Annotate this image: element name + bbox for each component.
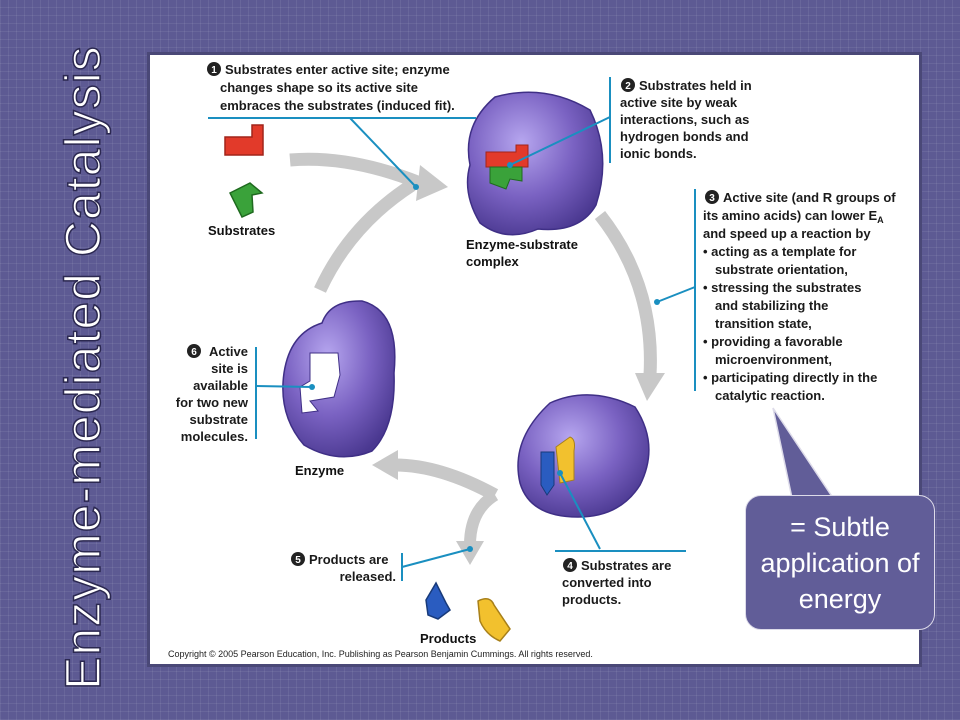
enzyme-with-products bbox=[517, 394, 650, 518]
svg-text:changes shape so its active si: changes shape so its active site bbox=[220, 80, 418, 95]
cycle-arrow-bottom bbox=[394, 458, 499, 501]
svg-text:• providing a favorable: • providing a favorable bbox=[703, 334, 843, 349]
svg-text:microenvironment,: microenvironment, bbox=[715, 352, 832, 367]
products-release-arrow bbox=[464, 489, 499, 546]
svg-text:products.: products. bbox=[562, 592, 621, 607]
svg-text:substrate: substrate bbox=[189, 412, 248, 427]
svg-text:transition state,: transition state, bbox=[715, 316, 812, 331]
svg-text:available: available bbox=[193, 378, 248, 393]
svg-text:3: 3 bbox=[709, 193, 715, 204]
callout-text: = Subtle application of energy bbox=[760, 511, 920, 614]
svg-text:• stressing the substrates: • stressing the substrates bbox=[703, 280, 861, 295]
step-5-number-badge: 5 bbox=[291, 552, 305, 566]
svg-text:hydrogen bonds and: hydrogen bonds and bbox=[620, 129, 749, 144]
step-4-annotation: 4 Substrates are converted into products… bbox=[555, 470, 686, 607]
cycle-arrow-left bbox=[314, 179, 416, 293]
callout-bubble: = Subtle application of energy bbox=[745, 495, 935, 630]
svg-text:molecules.: molecules. bbox=[181, 429, 248, 444]
enzyme-label: Enzyme bbox=[295, 463, 344, 478]
step-6-number-badge: 6 bbox=[187, 344, 201, 358]
enzyme-cycle-diagram: Substrates Enzyme-substrate complex Enzy… bbox=[168, 62, 896, 659]
step-3-annotation: 3 Active site (and R groups of its amino… bbox=[654, 189, 896, 403]
svg-text:embraces the substrates (induc: embraces the substrates (induced fit). bbox=[220, 98, 455, 113]
released-products bbox=[425, 581, 511, 642]
cycle-arrow-top bbox=[289, 152, 423, 190]
svg-text:Active site (and R groups of: Active site (and R groups of bbox=[723, 190, 896, 205]
step-6-annotation: 6 Active site is available for two new s… bbox=[176, 344, 315, 444]
svg-text:catalytic reaction.: catalytic reaction. bbox=[715, 388, 825, 403]
svg-text:released.: released. bbox=[340, 569, 396, 584]
product-blue bbox=[425, 581, 451, 620]
svg-text:4: 4 bbox=[567, 561, 573, 572]
step-2-number-badge: 2 bbox=[621, 78, 635, 92]
svg-text:active site by weak: active site by weak bbox=[620, 95, 738, 110]
svg-text:for two new: for two new bbox=[176, 395, 249, 410]
step-2-annotation: 2 Substrates held in active site by weak… bbox=[507, 77, 752, 168]
substrate-green bbox=[228, 182, 264, 218]
products-label: Products bbox=[420, 631, 476, 646]
substrates-label: Substrates bbox=[208, 223, 275, 238]
svg-text:interactions, such as: interactions, such as bbox=[620, 112, 749, 127]
substrate-red bbox=[224, 124, 264, 156]
svg-text:5: 5 bbox=[295, 555, 301, 566]
step-5-annotation: 5 Products are released. bbox=[291, 546, 473, 584]
cycle-arrowhead-bottom bbox=[372, 450, 398, 480]
svg-text:ionic bonds.: ionic bonds. bbox=[620, 146, 697, 161]
svg-text:and stabilizing the: and stabilizing the bbox=[715, 298, 828, 313]
svg-text:2: 2 bbox=[625, 81, 631, 92]
bound-substrate-green bbox=[489, 166, 523, 190]
svg-text:6: 6 bbox=[191, 347, 197, 358]
svg-text:Substrates enter active site;: Substrates enter active site; enzyme bbox=[225, 62, 450, 77]
svg-text:• participating directly in th: • participating directly in the bbox=[703, 370, 877, 385]
copyright-text: Copyright © 2005 Pearson Education, Inc.… bbox=[168, 649, 593, 659]
complex-label-line2: complex bbox=[466, 254, 520, 269]
bound-product-blue bbox=[540, 451, 555, 496]
slide-title: Enzyme-mediated Catalysis bbox=[54, 45, 112, 691]
free-enzyme bbox=[282, 300, 396, 458]
svg-text:Substrates are: Substrates are bbox=[581, 558, 671, 573]
svg-text:Active: Active bbox=[209, 344, 248, 359]
products-release-arrowhead bbox=[456, 541, 484, 565]
svg-text:Products are: Products are bbox=[309, 552, 388, 567]
cycle-arrow-right bbox=[594, 210, 657, 376]
enzyme-active-site-notch bbox=[299, 352, 341, 414]
product-yellow bbox=[477, 598, 511, 642]
enzyme-substrate-complex bbox=[466, 91, 604, 236]
cycle-arrowhead-top bbox=[416, 165, 448, 201]
svg-text:site is: site is bbox=[211, 361, 248, 376]
step-1-number-badge: 1 bbox=[207, 62, 221, 76]
cycle-arrowhead-right bbox=[635, 373, 665, 401]
svg-text:substrate orientation,: substrate orientation, bbox=[715, 262, 848, 277]
svg-text:and speed up a reaction by: and speed up a reaction by bbox=[703, 226, 871, 241]
svg-text:1: 1 bbox=[211, 65, 217, 76]
svg-text:its amino acids) can lower EA: its amino acids) can lower EA bbox=[703, 208, 884, 225]
svg-text:Substrates held in: Substrates held in bbox=[639, 78, 752, 93]
step-1-annotation: 1 Substrates enter active site; enzyme c… bbox=[207, 62, 476, 190]
cycle-arrows bbox=[289, 152, 665, 565]
step-3-number-badge: 3 bbox=[705, 190, 719, 204]
step-4-number-badge: 4 bbox=[563, 558, 577, 572]
complex-label-line1: Enzyme-substrate bbox=[466, 237, 578, 252]
figure-panel: Substrates Enzyme-substrate complex Enzy… bbox=[147, 52, 922, 667]
svg-text:converted into: converted into bbox=[562, 575, 652, 590]
svg-text:• acting as a template for: • acting as a template for bbox=[703, 244, 856, 259]
